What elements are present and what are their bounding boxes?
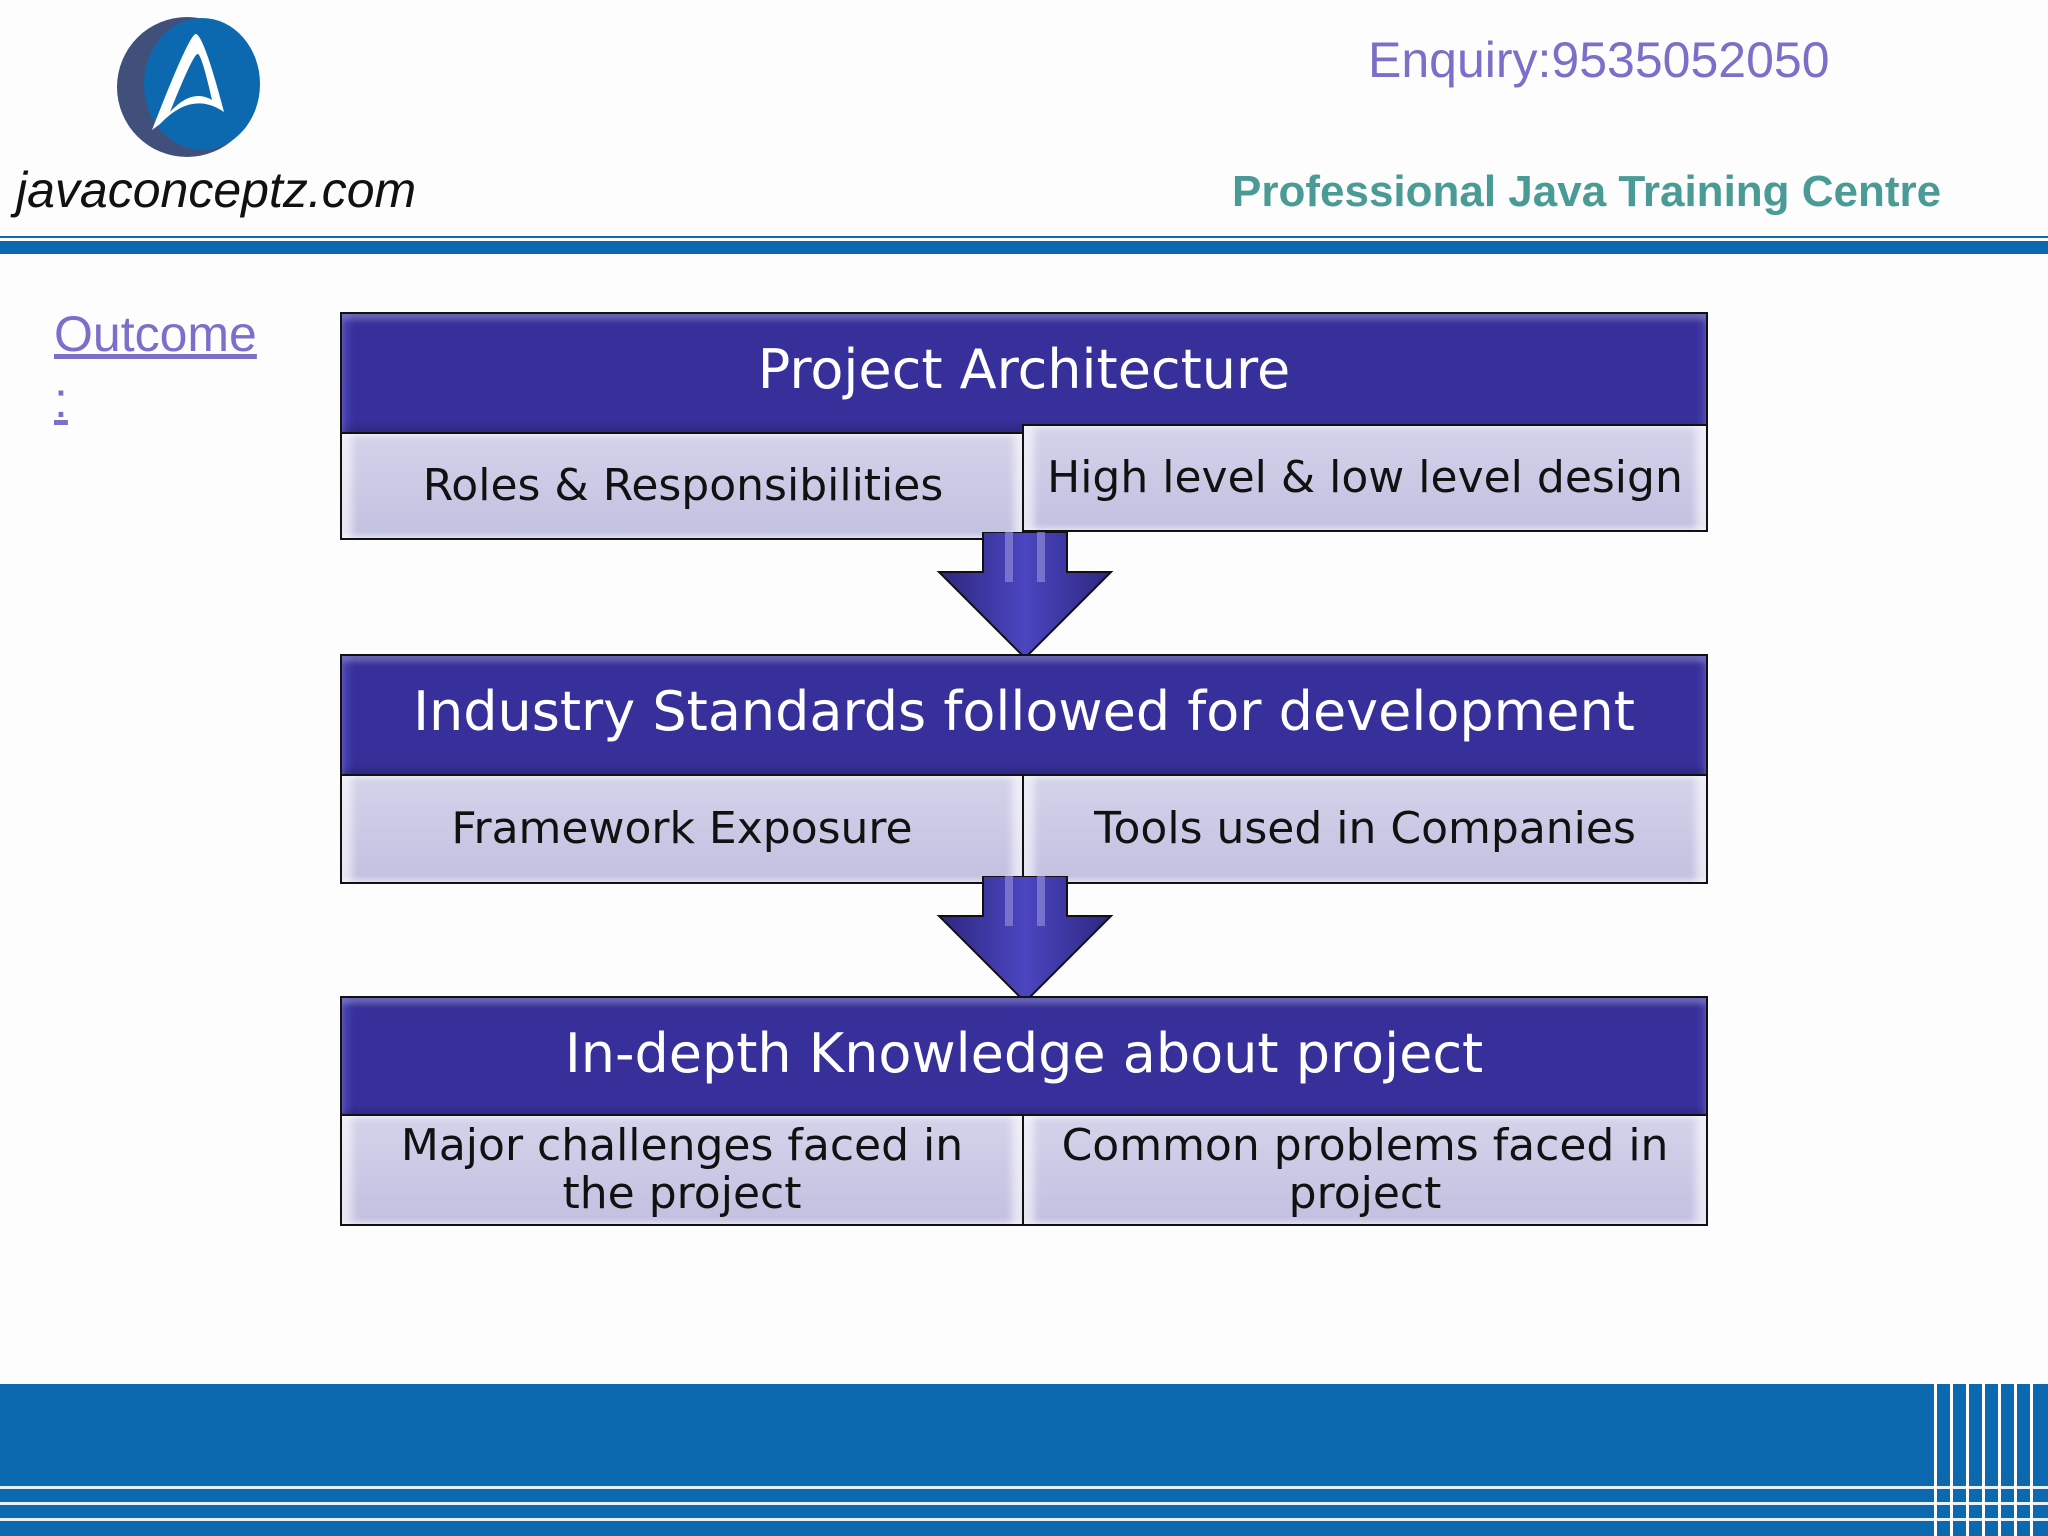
site-name: javaconceptz.com — [16, 162, 417, 218]
outcome-colon: : — [54, 372, 68, 428]
stage-3-title: In-depth Knowledge about project — [340, 996, 1708, 1118]
stage-2-right-text: Tools used in Companies — [1094, 802, 1636, 854]
stage-1-right-box: High level & low level design — [1022, 424, 1708, 532]
footer-stripes — [0, 1486, 2048, 1521]
javaconceptz-logo — [117, 17, 260, 157]
footer-grid-decoration — [1934, 1384, 2033, 1536]
enquiry-phone: Enquiry:9535052050 — [1368, 32, 1830, 88]
stage-2-left-box: Framework Exposure — [340, 774, 1024, 884]
stage-2-right-box: Tools used in Companies — [1022, 774, 1708, 884]
down-arrow-icon — [936, 876, 1114, 1004]
down-arrow-icon — [936, 532, 1114, 660]
stage-3-left-text: Major challenges faced in the project — [400, 1119, 964, 1219]
stage-3-left-box: Major challenges faced in the project — [340, 1114, 1024, 1226]
stage-3-right-box: Common problems faced in project — [1022, 1114, 1708, 1226]
stage-1-title-text: Project Architecture — [757, 337, 1291, 401]
stage-3-right-text: Common problems faced in project — [1061, 1119, 1669, 1219]
stage-1-right-text: High level & low level design — [1047, 451, 1683, 503]
stage-1-title: Project Architecture — [340, 312, 1708, 434]
outcome-link[interactable]: Outcome — [54, 306, 257, 362]
stage-3-title-text: In-depth Knowledge about project — [564, 1021, 1484, 1085]
stage-2-title-text: Industry Standards followed for developm… — [413, 679, 1635, 743]
tagline: Professional Java Training Centre — [1232, 167, 1942, 216]
stage-1-left-text: Roles & Responsibilities — [422, 459, 944, 511]
header-divider-band — [0, 238, 2048, 254]
stage-2-left-text: Framework Exposure — [451, 802, 913, 854]
stage-2-title: Industry Standards followed for developm… — [340, 654, 1708, 776]
stage-1-left-box: Roles & Responsibilities — [340, 432, 1026, 540]
footer-band — [0, 1384, 2048, 1536]
